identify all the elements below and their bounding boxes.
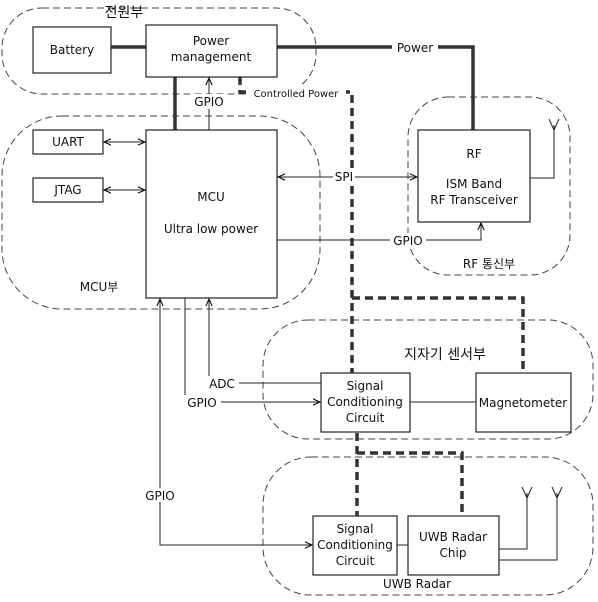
gpio-uwb-label: GPIO [145, 489, 175, 503]
power-management-label-2: management [171, 50, 252, 64]
power-management-block [145, 24, 278, 78]
uwb-radar-chip-label-1: UWB Radar [419, 530, 487, 544]
group-title-geomag: 지자기 센서부 [404, 347, 486, 363]
rf-label-2: ISM Band [446, 177, 502, 191]
gpio-sensor-arrow [184, 298, 320, 402]
rf-label-3: RF Transceiver [430, 193, 518, 207]
rf-block [417, 129, 531, 223]
gpio-uwb-arrow [160, 299, 312, 545]
rf-group-outline [407, 96, 571, 276]
power-signal-label: Power [397, 41, 433, 55]
power-to-rf-line [277, 45, 475, 130]
gpio-rf-label: GPIO [393, 234, 423, 248]
adc-label: ADC [209, 377, 235, 391]
controlled-power-label: Controlled Power [254, 89, 340, 100]
spi-label: SPI [335, 170, 353, 184]
signal-conditioning-2-label-1: Signal [337, 522, 374, 536]
mcu-block [145, 129, 278, 299]
signal-conditioning-block-2 [312, 515, 398, 576]
magnetometer-label: Magnetometer [479, 396, 568, 410]
group-title-mcu: MCU부 [80, 280, 119, 294]
controlled-power-line-2 [352, 296, 525, 373]
power-management-label-1: Power [193, 34, 229, 48]
uwb-antenna-line-2 [499, 493, 558, 561]
gpio-rf-arrow [277, 223, 481, 241]
jtag-block [32, 177, 104, 203]
rf-antenna-icon [548, 118, 560, 132]
gpio-power-label: GPIO [194, 95, 224, 109]
group-title-uwb: UWB Radar [383, 577, 451, 591]
uwb-radar-chip-label-2: Chip [440, 546, 467, 560]
uwb-antenna-line-1 [499, 493, 528, 550]
uwb-radar-chip-block [407, 515, 500, 576]
mcu-label-2: Ultra low power [164, 222, 258, 236]
group-title-power: 전원부 [105, 5, 144, 21]
signal-conditioning-1-label-1: Signal [347, 379, 384, 393]
mcu-label-1: MCU [197, 190, 225, 204]
uwb-antenna-icon-2 [551, 486, 563, 500]
signal-conditioning-block-1 [320, 372, 411, 433]
uwb-antenna-icon-1 [521, 486, 533, 500]
magnetometer-block [475, 372, 572, 433]
gpio-sensor-label: GPIO [187, 396, 217, 410]
power-group-outline [1, 7, 317, 95]
geomag-group-outline [262, 319, 594, 440]
signal-conditioning-2-label-3: Circuit [336, 554, 375, 568]
rf-antenna-line [530, 125, 555, 179]
uwb-group-outline [262, 456, 594, 596]
group-title-rf: RF 통신부 [463, 257, 515, 271]
battery-block [32, 26, 112, 74]
signal-conditioning-1-label-3: Circuit [346, 411, 385, 425]
adc-arrow [209, 299, 321, 384]
jtag-label: JTAG [53, 183, 81, 197]
mcu-group-outline [1, 115, 321, 310]
signal-conditioning-1-label-2: Conditioning [327, 395, 403, 409]
signal-conditioning-2-label-2: Conditioning [317, 538, 393, 552]
rf-label-1: RF [466, 147, 481, 161]
uart-label: UART [52, 135, 84, 149]
battery-label: Battery [50, 43, 94, 57]
uart-block [32, 129, 104, 155]
controlled-power-line-4 [357, 451, 464, 516]
